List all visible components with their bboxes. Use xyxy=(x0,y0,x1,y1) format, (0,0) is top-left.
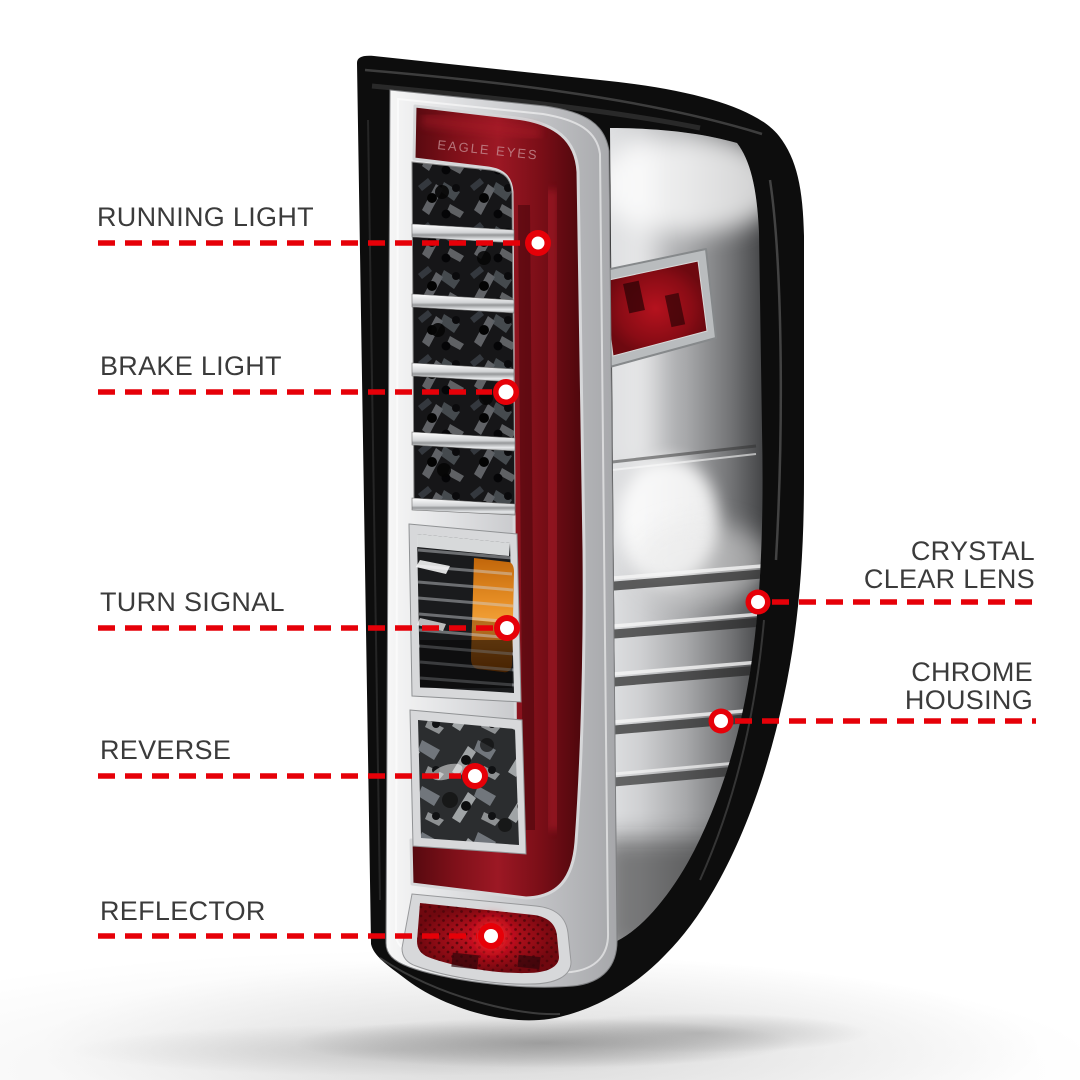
turn-signal-section xyxy=(408,523,522,703)
ground-shadow xyxy=(70,1013,870,1076)
callout-label-chrome-housing: CHROME HOUSING xyxy=(904,657,1033,715)
led-section xyxy=(411,161,516,516)
marker-brake-light xyxy=(493,379,519,405)
callout-label-turn-signal: TURN SIGNAL xyxy=(100,587,285,617)
callout-label-brake-light: BRAKE LIGHT xyxy=(100,351,282,381)
callout-label-reflector: REFLECTOR xyxy=(100,896,266,926)
callout-label-reverse: REVERSE xyxy=(100,735,232,765)
callout-lines xyxy=(98,240,1036,939)
marker-reflector xyxy=(478,923,504,949)
side-reflector xyxy=(595,248,717,369)
callout-label-running-light: RUNNING LIGHT xyxy=(97,202,314,232)
callout-label-crystal-clear-lens: CRYSTAL CLEAR LENS xyxy=(863,536,1035,594)
led-divider-bars xyxy=(411,223,516,516)
marker-crystal-clear-lens xyxy=(745,589,771,615)
marker-turn-signal xyxy=(494,615,520,641)
red-light-bar: EAGLE EYES xyxy=(409,104,586,900)
callout-markers xyxy=(462,230,771,949)
marker-reverse xyxy=(462,763,488,789)
marker-running-light xyxy=(525,230,551,256)
chrome-side-housing xyxy=(595,128,763,941)
marker-chrome-housing xyxy=(708,708,734,734)
